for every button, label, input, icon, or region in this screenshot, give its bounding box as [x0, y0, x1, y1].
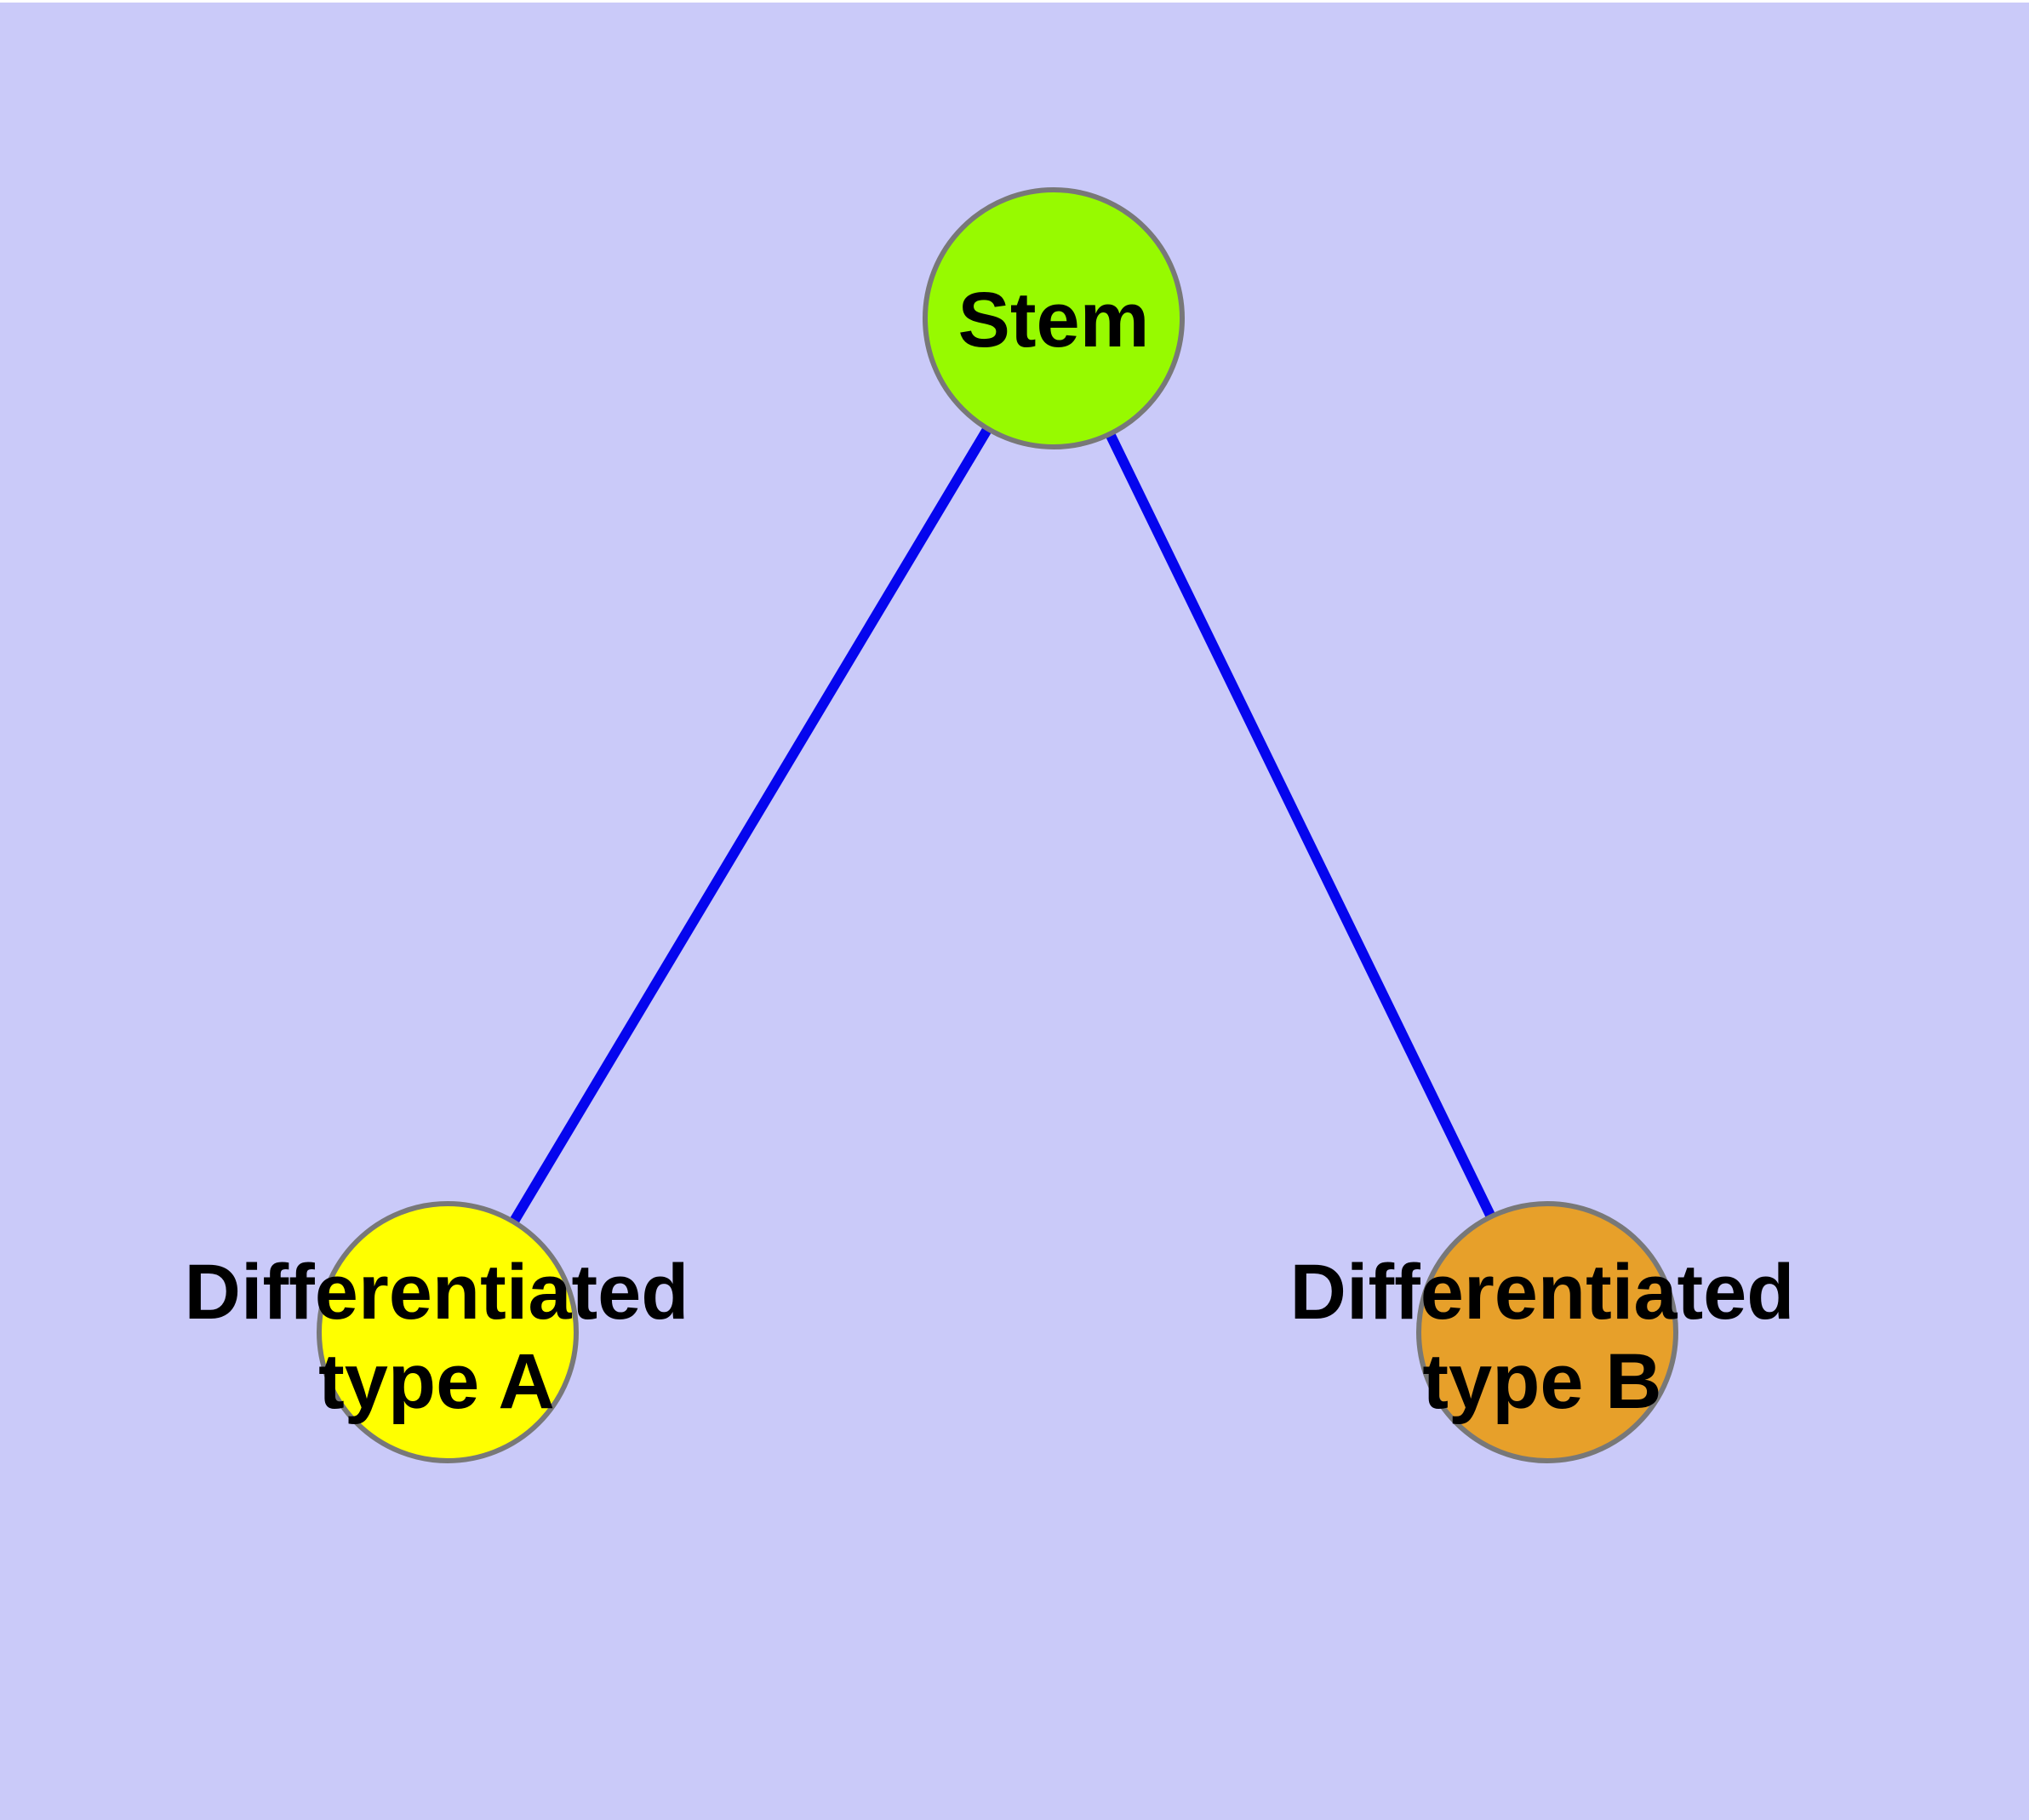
- type-a-node: [317, 1201, 579, 1463]
- type-a-label-line2: type A: [318, 1338, 555, 1425]
- edge-stem-to-type-a: [443, 315, 1059, 1336]
- stem-node: [923, 187, 1185, 449]
- stem-node-label: Stem: [958, 277, 1150, 363]
- type-b-node: [1416, 1201, 1678, 1463]
- type-b-label-line1: Differentiated: [1290, 1249, 1795, 1336]
- type-a-label-line1: Differentiated: [185, 1249, 689, 1336]
- edge-stem-to-type-b: [1049, 316, 1552, 1335]
- type-b-label-line2: type B: [1422, 1338, 1661, 1425]
